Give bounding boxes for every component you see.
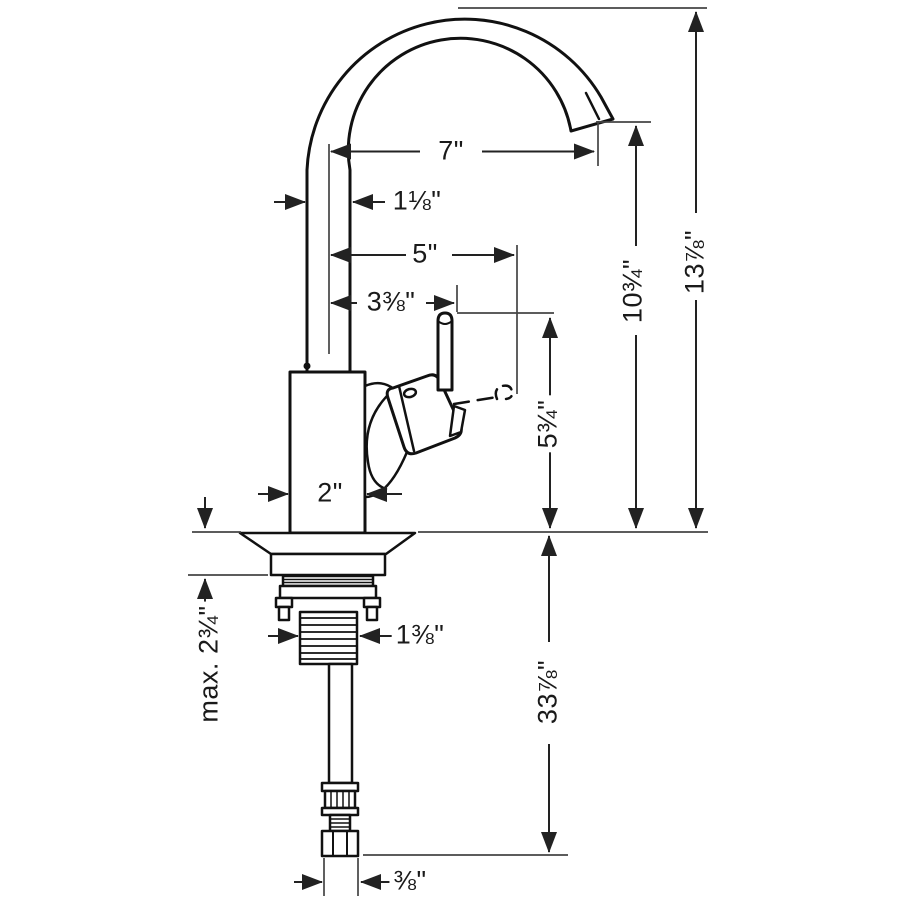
dim-label-spout-outlet-height: 10¾" [618,254,648,328]
dim-label-hose-connector: ⅜" [389,867,431,895]
spout-gooseneck [305,17,615,374]
dim-label-supply-hose-length: 33⅞" [533,655,563,729]
dim-label-body-width: 2" [313,479,347,507]
dim-label-spout-reach: 7" [434,137,468,165]
mounting-nut-foot-left [277,605,291,622]
dim-label-overall-height: 13⅞" [680,225,710,299]
dim-label-spout-tube-diameter: 1⅛" [388,187,446,215]
handle-hinge-tab [448,404,467,438]
faucet-body [288,370,367,535]
hose-hex-nut [320,829,360,858]
dim-label-max-deck-thickness: max. 2¾" [194,601,224,727]
handle-marker-oval [402,387,418,399]
threaded-shank [298,610,359,666]
mounting-hardware [274,574,382,622]
spout-aerator-joint-line [584,91,601,121]
mounting-washer-stack [281,574,375,588]
body-pin-dot [303,362,311,370]
hose-crimp-barrel [323,789,357,810]
handle-lever [436,311,454,392]
mounting-nut-crown [278,584,378,600]
mounting-nut-wing-right [362,596,382,609]
faucet-drawing [238,17,615,858]
dim-label-handle-offset: 3⅜" [362,288,420,316]
hose-tube [327,662,354,785]
escutcheon-skirt [269,552,387,577]
dim-label-handle-side-clearance: 5" [408,240,442,268]
dim-label-handle-top-height: 5¾" [533,395,563,453]
mounting-nut-wing-left [274,596,294,609]
handle-lever-cap-line [437,320,453,325]
escutcheon-flange [238,531,417,556]
handle-lever-dashed-position [452,384,514,406]
handle-cone-contour [365,390,393,491]
dim-label-shank-diameter: 1⅜" [391,621,449,649]
mounting-nut-foot-right [365,605,379,622]
dimension-lines [197,11,704,890]
handle-housing-seam [397,384,416,453]
reference-lines [188,7,708,896]
supply-hose [320,662,360,858]
